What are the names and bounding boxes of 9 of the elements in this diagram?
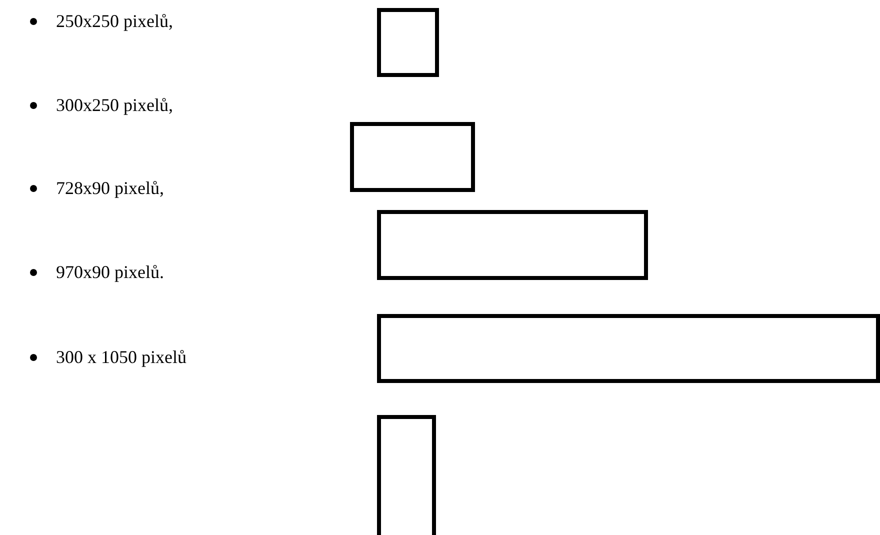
rectangle-shape (377, 210, 648, 280)
list-item-text: 250x250 pixelů, (56, 10, 173, 33)
rectangle-shape (377, 8, 439, 77)
list-item-text: 728x90 pixelů, (56, 177, 164, 200)
rectangle-shape (377, 314, 880, 383)
list-item-text: 970x90 pixelů. (56, 261, 164, 284)
list-item-text: 300x250 pixelů, (56, 94, 173, 117)
rectangle-shape (350, 122, 475, 192)
list-item-text: 300 x 1050 pixelů (56, 346, 186, 369)
